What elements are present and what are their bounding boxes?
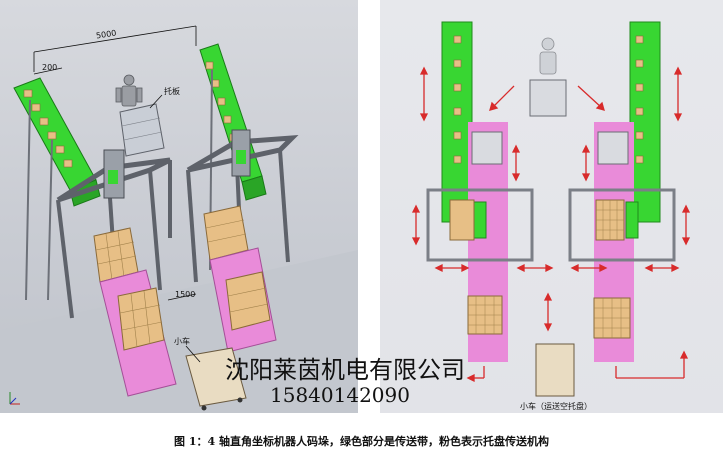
left-pallet-stack-2 bbox=[117, 287, 165, 351]
left-robot-head bbox=[473, 201, 487, 239]
cart-top bbox=[535, 343, 575, 397]
pallet-label: 托板 bbox=[164, 87, 180, 96]
dimension-gap-label: 1500 bbox=[175, 290, 196, 299]
cart-note-label: 小车（运送空托盘） bbox=[520, 402, 592, 411]
cad-3d-view: 5000 200 1500 托板 小车 bbox=[0, 0, 358, 413]
phone-watermark: 15840142090 bbox=[270, 383, 410, 407]
right-pallet-stack-2 bbox=[225, 271, 271, 331]
right-gantry bbox=[568, 188, 676, 262]
right-vertical-conveyor bbox=[629, 21, 661, 223]
cart-label: 小车 bbox=[174, 337, 190, 346]
company-watermark: 沈阳莱茵机电有限公司 bbox=[225, 356, 465, 384]
left-gantry bbox=[426, 188, 534, 262]
right-empty-pallet bbox=[597, 131, 629, 165]
cart bbox=[185, 347, 247, 411]
top-view-drawing bbox=[411, 21, 691, 397]
center-pallet-source bbox=[529, 79, 567, 117]
right-finished-stack bbox=[593, 297, 631, 339]
left-finished-stack bbox=[467, 295, 503, 335]
top-view-schematic: 小车（运送空托盘） bbox=[380, 0, 723, 413]
human-figure bbox=[115, 74, 143, 107]
cad-3d-drawing bbox=[0, 25, 358, 413]
left-stack-gantry bbox=[449, 199, 475, 241]
right-stack-gantry bbox=[595, 199, 625, 241]
operator-figure bbox=[539, 37, 557, 75]
movement-arrows bbox=[411, 66, 691, 383]
left-empty-pallet bbox=[471, 131, 503, 165]
floor bbox=[0, 250, 358, 413]
left-gripper bbox=[108, 170, 118, 184]
right-gripper bbox=[236, 150, 246, 164]
right-robot-head bbox=[625, 201, 639, 239]
dimension-offset-label: 200 bbox=[42, 63, 58, 72]
left-vertical-conveyor bbox=[441, 21, 473, 223]
figure-caption: 图 1：4 轴直角坐标机器人码垛，绿色部分是传送带，粉色表示托盘传送机构 bbox=[174, 435, 549, 448]
dimension-lines bbox=[33, 25, 201, 363]
pallet-board-stack bbox=[119, 103, 165, 157]
axis-triad bbox=[9, 392, 20, 405]
